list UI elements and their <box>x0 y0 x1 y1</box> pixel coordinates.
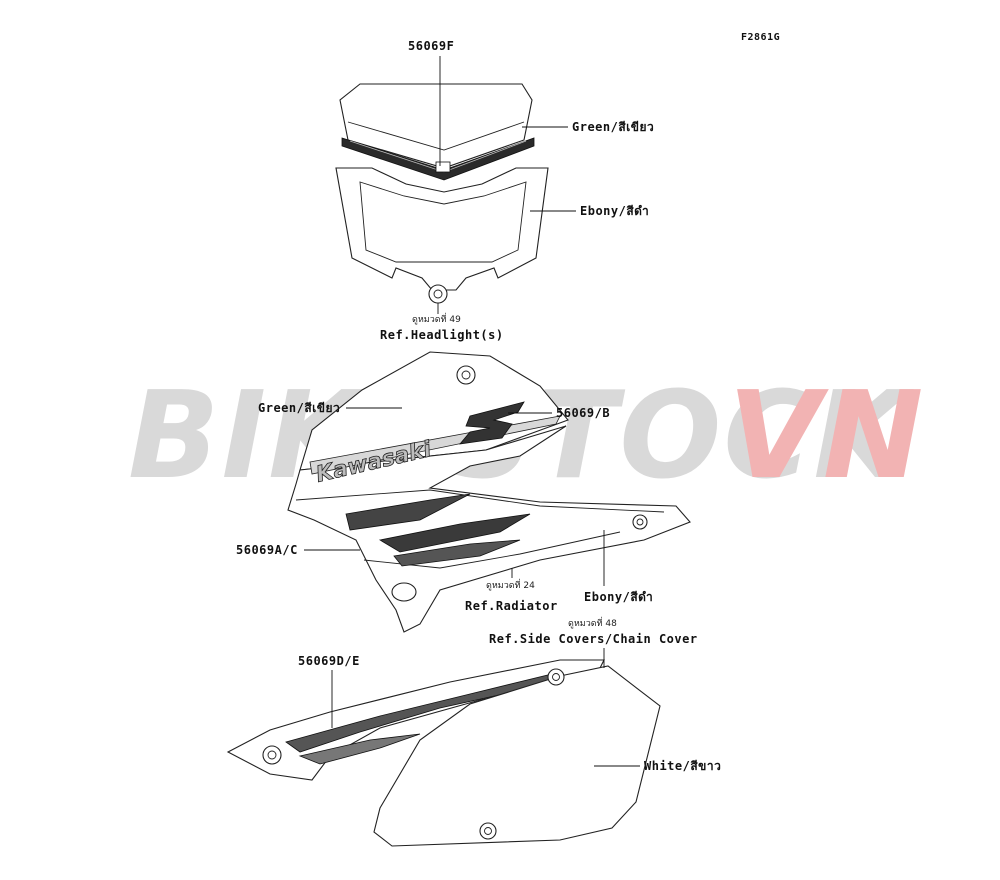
figure-code: F2861G <box>741 32 780 43</box>
side-cover-part-number: 56069D/E <box>298 654 360 668</box>
shroud-green-label: Green/สีเขียว <box>258 401 340 415</box>
shroud-ebony-label: Ebony/สีดำ <box>584 590 653 604</box>
side-cover-ref-thai: ดูหมวดที่ 48 <box>568 616 617 629</box>
shroud-ref-thai: ดูหมวดที่ 24 <box>486 578 535 591</box>
side-cover-white-label: White/สีขาว <box>644 759 721 773</box>
headlight-lower-frame <box>335 167 549 291</box>
shroud-part-number-b: 56069/B <box>556 406 610 420</box>
shroud-ref-label: Ref.Radiator <box>465 599 558 613</box>
side-cover <box>226 659 661 847</box>
side-cover-ref-label: Ref.Side Covers/Chain Cover <box>489 632 698 646</box>
watermark-right: VN <box>728 367 925 506</box>
headlight-upper-panel <box>339 83 533 169</box>
headlight-cover <box>335 83 549 304</box>
headlight-ref-thai: ดูหมวดที่ 49 <box>412 312 461 325</box>
headlight-part-number: 56069F <box>408 39 454 53</box>
headlight-ebony-label: Ebony/สีดำ <box>580 204 649 218</box>
headlight-ref-label: Ref.Headlight(s) <box>380 328 504 342</box>
shroud-part-number-ac: 56069A/C <box>236 543 298 557</box>
side-cover-white-panel <box>373 665 661 847</box>
radiator-shroud: Kawasaki <box>287 351 691 633</box>
headlight-green-label: Green/สีเขียว <box>572 120 654 134</box>
